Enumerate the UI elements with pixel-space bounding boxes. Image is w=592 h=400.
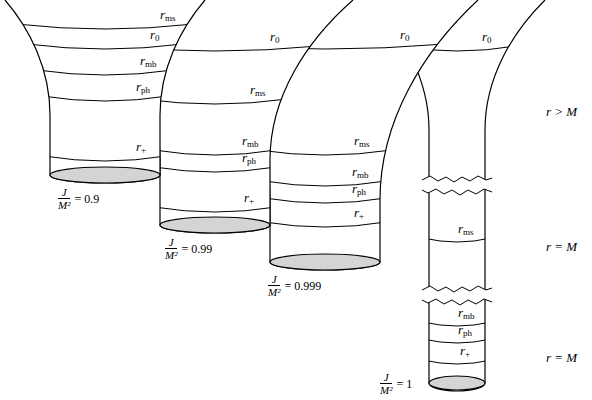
fraction-bar xyxy=(268,285,280,286)
spin-value: = 0.99 xyxy=(181,242,212,256)
fraction-bar xyxy=(58,198,70,199)
region-label: r = M xyxy=(546,350,577,365)
fraction-numerator: J xyxy=(272,273,277,285)
fraction: JM² xyxy=(268,273,280,298)
spin-caption: JM² = 0.999 xyxy=(268,273,321,298)
spin-value: = 0.9 xyxy=(74,192,99,206)
radius-label: rms xyxy=(354,135,370,150)
fraction: JM² xyxy=(165,236,177,261)
fraction-denominator: M² xyxy=(380,384,392,396)
radius-label: rph xyxy=(242,152,256,167)
fraction-numerator: J xyxy=(169,236,174,248)
radius-label: rms xyxy=(250,84,266,99)
region-label: r > M xyxy=(546,104,577,119)
radius-label: r+ xyxy=(460,345,470,360)
radius-label: r+ xyxy=(354,207,364,222)
spin-caption: JM² = 0.9 xyxy=(58,186,99,211)
radius-label: r+ xyxy=(244,192,254,207)
fraction-numerator: J xyxy=(62,186,67,198)
spin-value: = 1 xyxy=(396,377,412,391)
radius-label: r0 xyxy=(482,31,492,46)
radius-label: rms xyxy=(160,9,176,24)
spin-caption: JM² = 1 xyxy=(380,371,412,396)
spin-caption: JM² = 0.99 xyxy=(165,236,212,261)
radius-label: rmb xyxy=(352,166,369,181)
radius-label: r+ xyxy=(136,141,146,156)
radius-label: r0 xyxy=(400,29,410,44)
radius-label: rmb xyxy=(458,307,475,322)
spin-value: = 0.999 xyxy=(284,279,321,293)
fraction-denominator: M² xyxy=(58,199,70,211)
radius-label: r0 xyxy=(150,29,160,44)
radius-label: rmb xyxy=(140,55,157,70)
radius-label: rmb xyxy=(242,135,259,150)
funnel-09 xyxy=(5,0,205,183)
radius-label: rms xyxy=(458,223,474,238)
fraction-bar xyxy=(380,383,392,384)
region-label: r = M xyxy=(546,239,577,254)
fraction: JM² xyxy=(58,186,70,211)
radius-label: rph xyxy=(352,183,366,198)
fraction-denominator: M² xyxy=(165,249,177,261)
fraction: JM² xyxy=(380,371,392,396)
fraction-denominator: M² xyxy=(268,286,280,298)
radius-label: r0 xyxy=(270,31,280,46)
radius-label: rph xyxy=(458,324,472,339)
fraction-numerator: J xyxy=(384,371,389,383)
radius-label: rph xyxy=(136,81,150,96)
fraction-bar xyxy=(165,248,177,249)
